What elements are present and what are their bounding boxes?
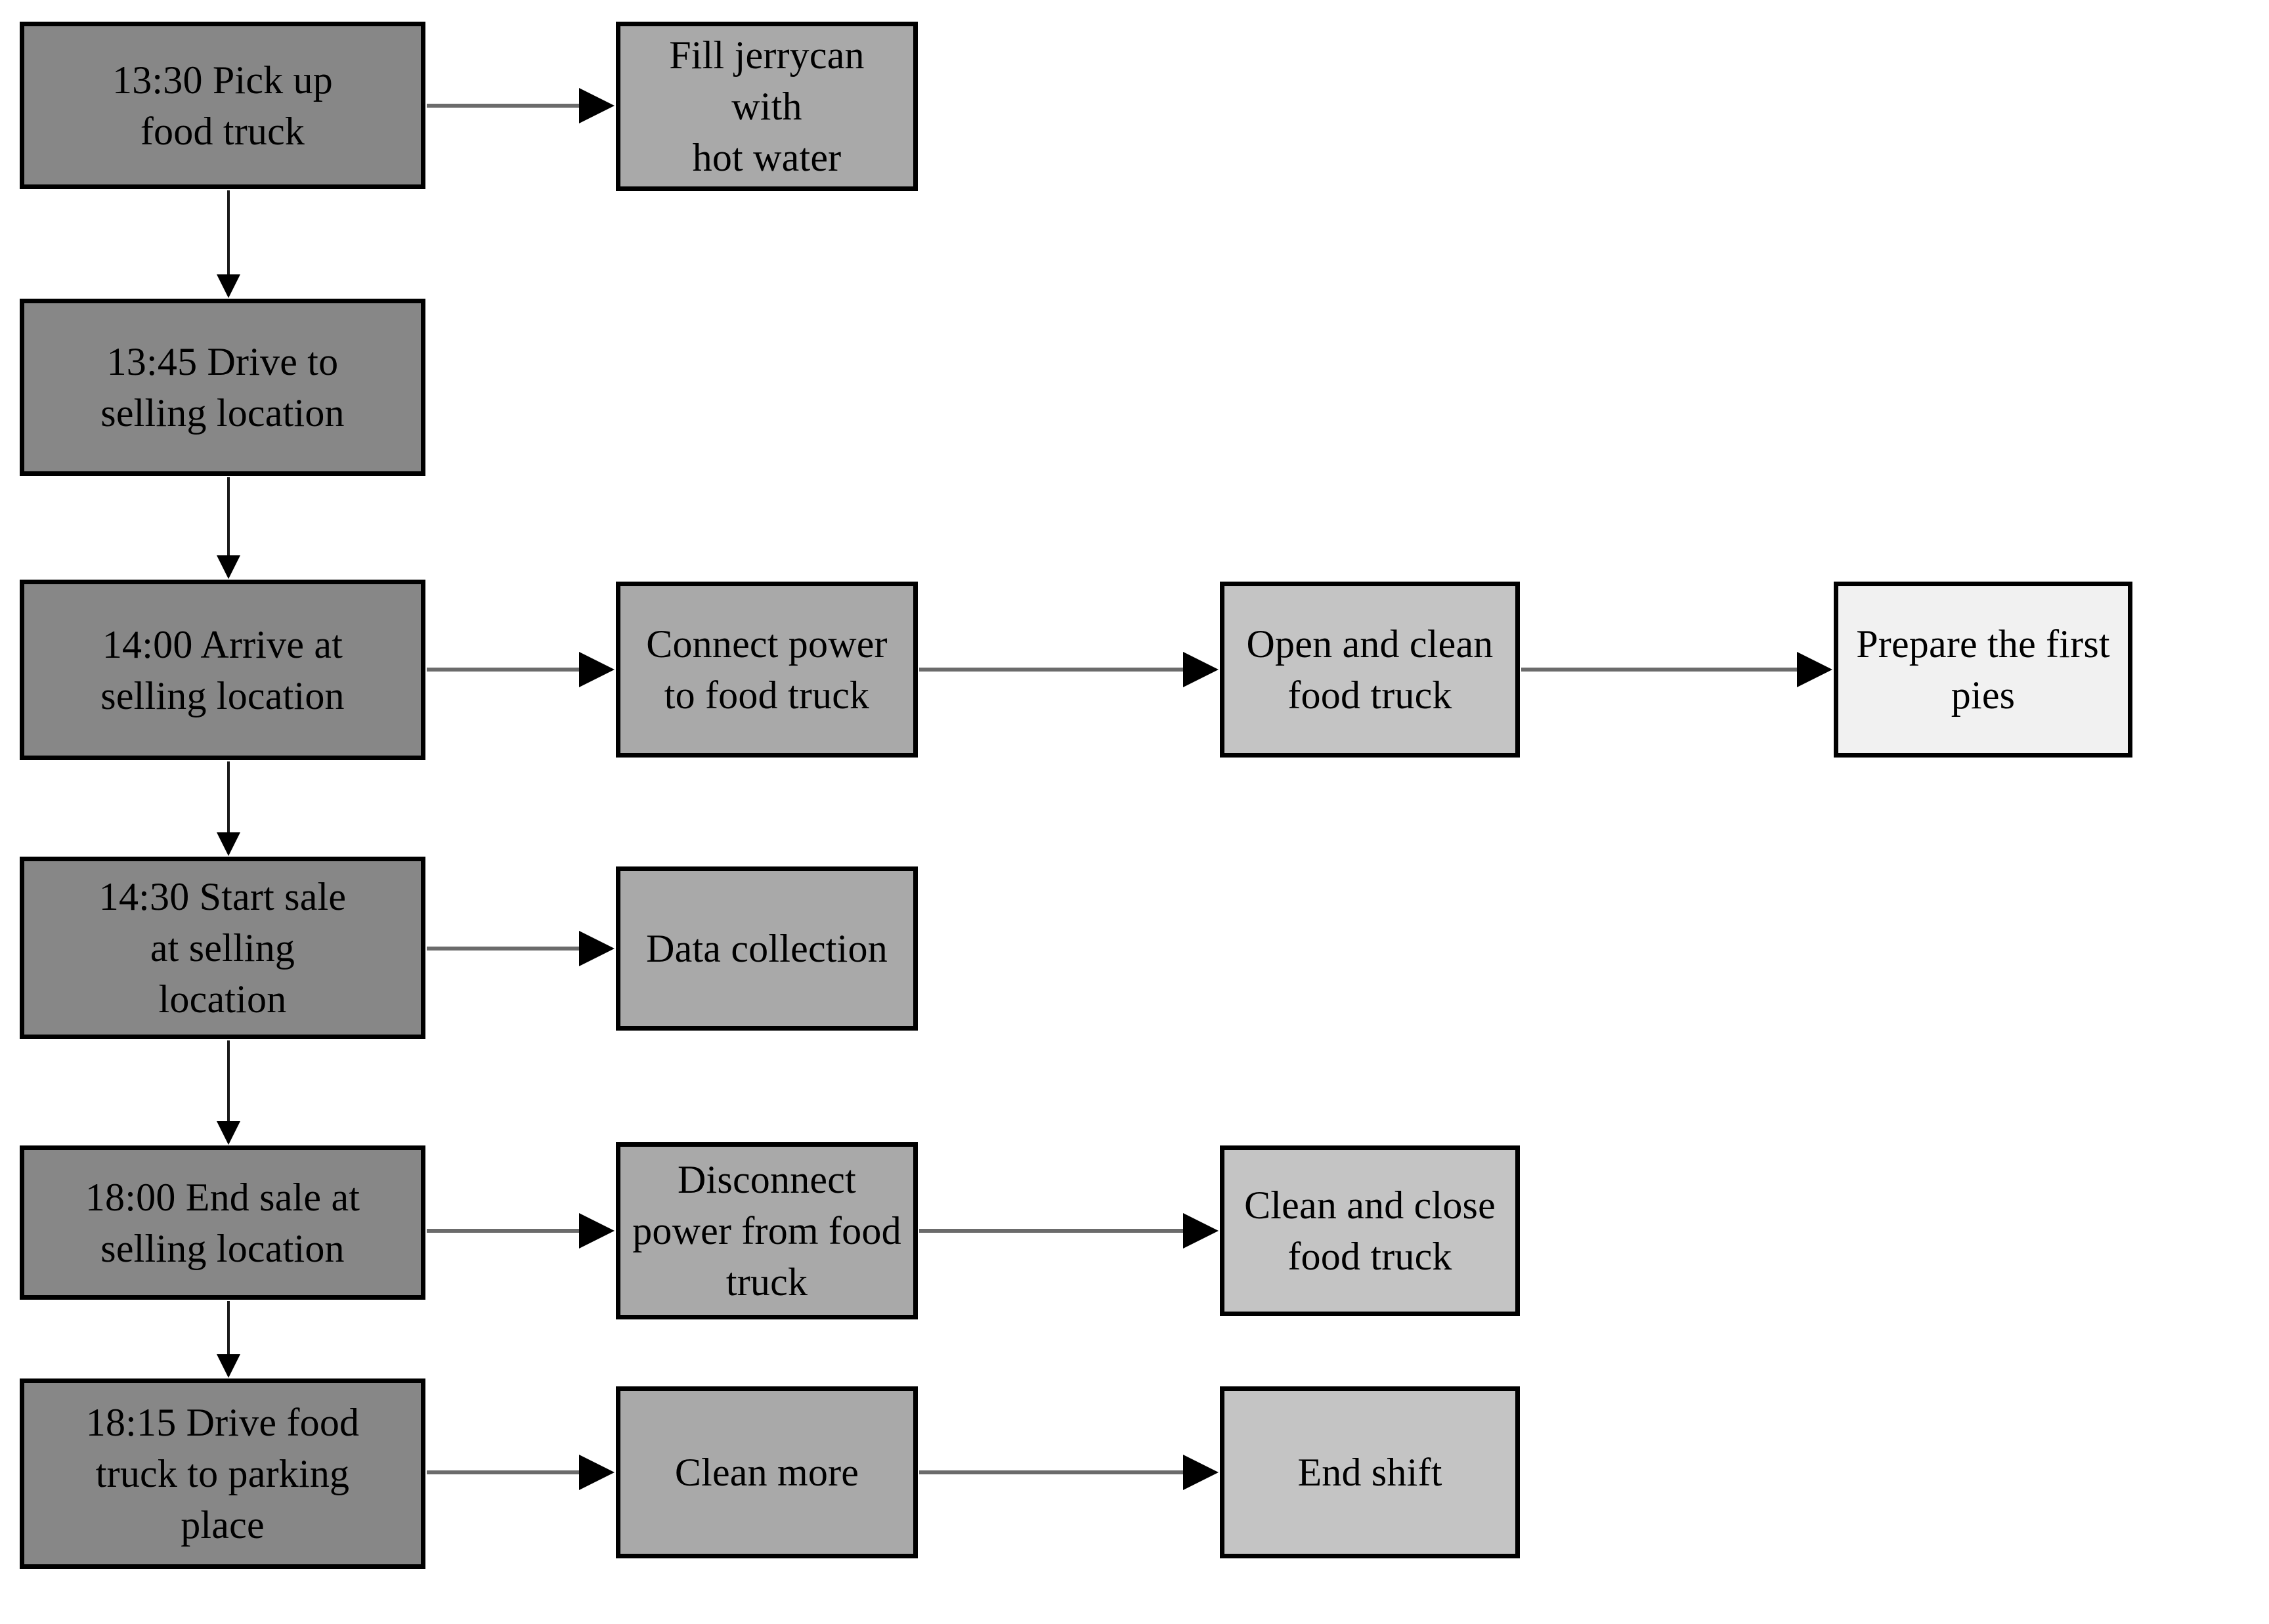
node-pickup-food-truck[interactable]: 13:30 Pick up food truck: [20, 22, 425, 189]
node-end-shift[interactable]: End shift: [1220, 1386, 1520, 1558]
node-data-collection[interactable]: Data collection: [616, 866, 918, 1031]
node-connect-power[interactable]: Connect power to food truck: [616, 582, 918, 758]
node-end-sale[interactable]: 18:00 End sale at selling location: [20, 1145, 425, 1300]
node-arrive-at-selling-location[interactable]: 14:00 Arrive at selling location: [20, 580, 425, 760]
node-fill-jerrycan[interactable]: Fill jerrycan with hot water: [616, 22, 918, 191]
node-drive-to-selling-location[interactable]: 13:45 Drive to selling location: [20, 299, 425, 476]
node-disconnect-power[interactable]: Disconnect power from food truck: [616, 1142, 918, 1319]
node-open-and-clean-food-truck[interactable]: Open and clean food truck: [1220, 582, 1520, 758]
node-prepare-first-pies[interactable]: Prepare the first pies: [1834, 582, 2132, 758]
node-start-sale[interactable]: 14:30 Start sale at selling location: [20, 857, 425, 1039]
node-clean-and-close-food-truck[interactable]: Clean and close food truck: [1220, 1145, 1520, 1316]
node-drive-to-parking-place[interactable]: 18:15 Drive food truck to parking place: [20, 1378, 425, 1569]
node-clean-more[interactable]: Clean more: [616, 1386, 918, 1558]
